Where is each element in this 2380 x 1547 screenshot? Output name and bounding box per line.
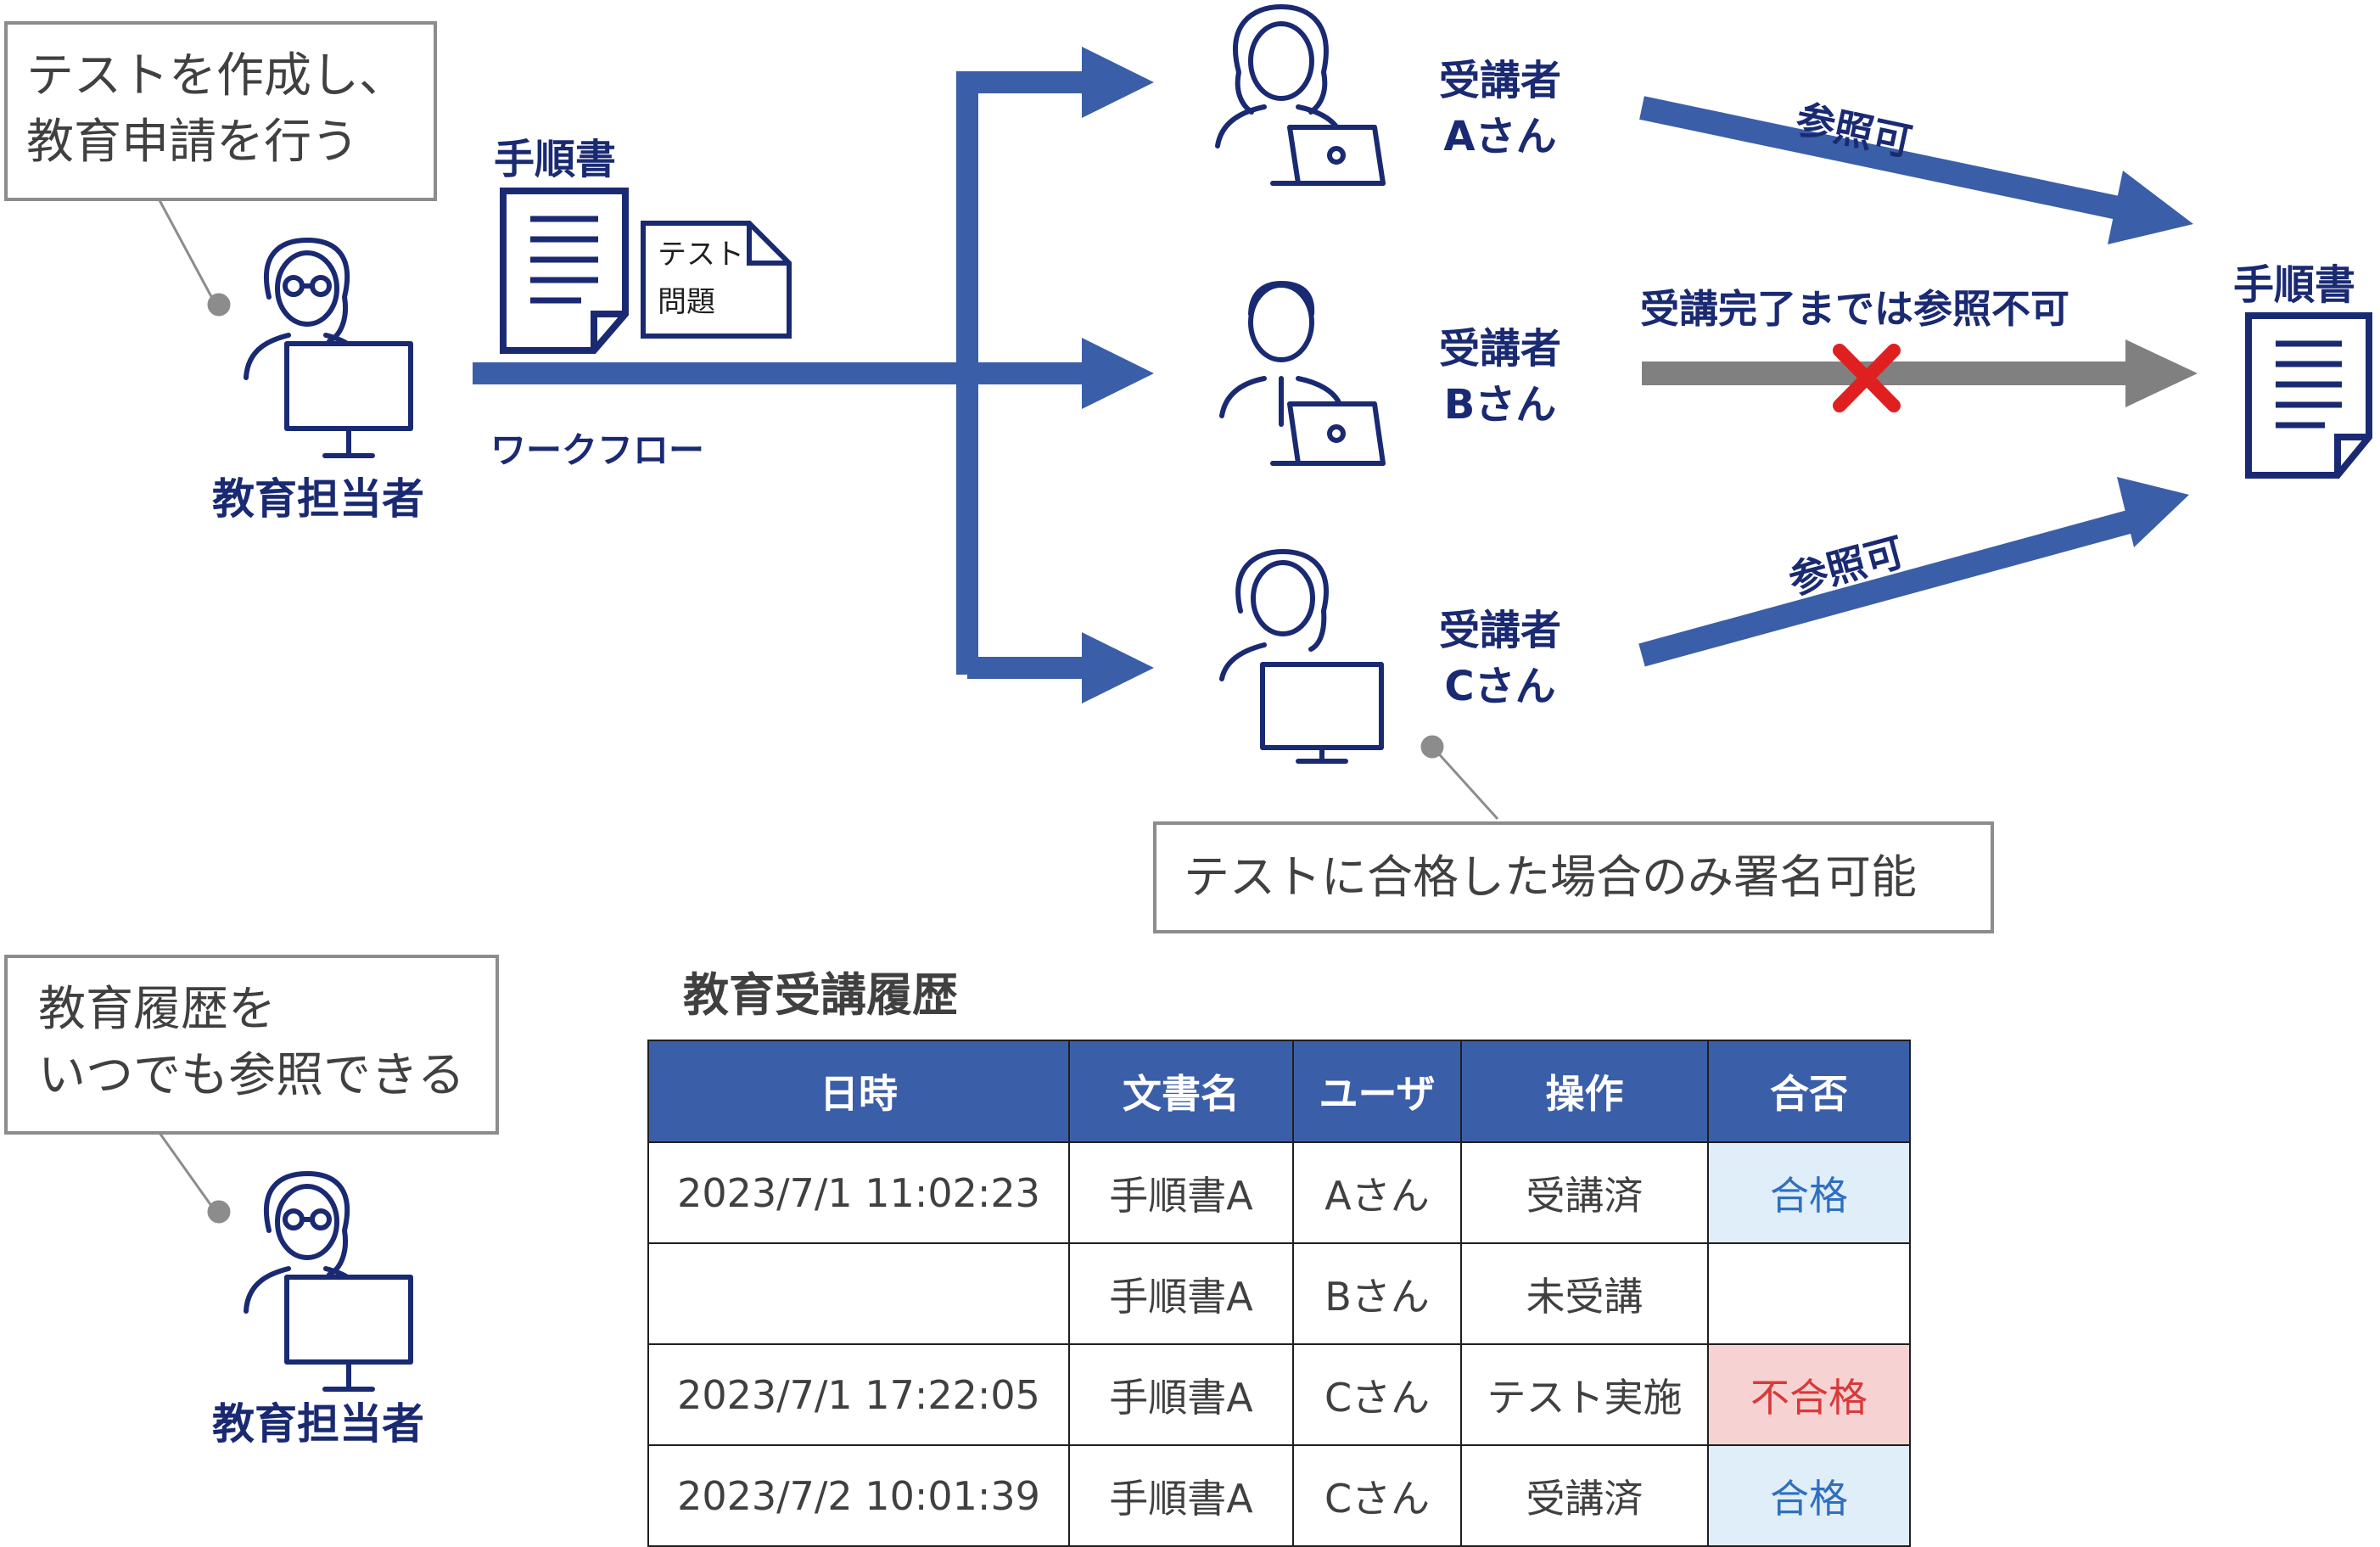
target-doc-label: 手順書 <box>2233 261 2356 309</box>
trainee-b-person-icon <box>1219 281 1386 466</box>
access-arrow-a <box>1639 96 2141 224</box>
callout-pointer-line <box>158 199 216 302</box>
column-header: 合否 <box>1707 1040 1911 1143</box>
test-doc-label: テスト 問題 <box>658 231 744 326</box>
cell-action: 未受講 <box>1460 1242 1709 1345</box>
cell-doc: 手順書A <box>1068 1343 1294 1446</box>
procedure-label: 手順書 <box>494 136 617 183</box>
history-table: 日時 文書名 ユーザ 操作 合否 2023/7/1 11:02:23 手順書A … <box>647 1040 1911 1547</box>
access-arrowhead-a <box>2108 171 2193 244</box>
workflow-label: ワークフロー <box>490 429 705 471</box>
callout-pointer-dot <box>207 1200 231 1224</box>
education-admin-person-icon <box>244 238 413 458</box>
cross-mark-icon <box>1833 344 1901 412</box>
blocked-arrowhead-b <box>2125 339 2198 407</box>
cell-doc: 手順書A <box>1068 1141 1294 1244</box>
history-admin-person-icon <box>244 1171 413 1392</box>
access-arrowhead-c <box>2117 477 2189 547</box>
callout-pointer-line <box>158 1132 216 1210</box>
cell-action: テスト実施 <box>1460 1343 1709 1446</box>
cell-datetime <box>647 1242 1070 1345</box>
callout-line: テストに合格した場合のみ署名可能 <box>1184 850 1917 904</box>
admin-label: 教育担当者 <box>212 474 424 524</box>
trainee-a-label: 受講者 Aさん <box>1415 53 1585 165</box>
history-admin-label: 教育担当者 <box>212 1399 424 1449</box>
trainee-name: Aさん <box>1443 113 1557 160</box>
callout-sign-condition: テストに合格した場合のみ署名可能 <box>1153 821 1994 933</box>
arrowhead-to-trainee-c <box>1082 632 1154 703</box>
test-doc-label-line: 問題 <box>658 285 715 319</box>
table-row: 手順書A Bさん 未受講 <box>647 1242 1911 1345</box>
cell-result: 合格 <box>1707 1444 1911 1547</box>
table-row: 2023/7/1 17:22:05 手順書A Cさん テスト実施 不合格 <box>647 1343 1911 1446</box>
callout-line: いつでも参照できる <box>38 1048 465 1103</box>
trainee-role: 受講者 <box>1438 325 1561 373</box>
cell-doc: 手順書A <box>1068 1444 1294 1547</box>
cell-action: 受講済 <box>1460 1444 1709 1547</box>
trainee-c-person-icon <box>1219 549 1384 764</box>
cell-result <box>1707 1242 1911 1345</box>
trainee-a-person-icon <box>1215 4 1386 186</box>
column-header: 操作 <box>1460 1040 1709 1143</box>
trainee-name: Cさん <box>1444 663 1556 710</box>
cell-user: Bさん <box>1292 1242 1462 1345</box>
workflow-flow-arrows <box>473 47 1154 703</box>
cell-datetime: 2023/7/1 17:22:05 <box>647 1343 1070 1446</box>
callout-line: テストを作成し、 <box>26 48 406 104</box>
access-arrow-c <box>1638 507 2142 667</box>
cell-user: Aさん <box>1292 1141 1462 1244</box>
trainee-role: 受講者 <box>1438 57 1561 104</box>
column-header: 文書名 <box>1068 1040 1294 1143</box>
arrowhead-to-trainee-a <box>1082 47 1154 118</box>
target-document-icon <box>2245 312 2372 479</box>
column-header: ユーザ <box>1292 1040 1462 1143</box>
test-document-icon <box>641 221 792 339</box>
table-header-row: 日時 文書名 ユーザ 操作 合否 <box>647 1040 1911 1143</box>
trainee-b-label: 受講者 Bさん <box>1415 321 1585 433</box>
callout-pointer-line <box>1432 747 1499 821</box>
test-doc-label-line: テスト <box>658 238 744 272</box>
access-label-b: 受講完了までは参照不可 <box>1640 286 2069 332</box>
cell-result: 不合格 <box>1707 1343 1911 1446</box>
cell-doc: 手順書A <box>1068 1242 1294 1345</box>
workflow-branch-line <box>956 71 1082 675</box>
history-title: 教育受講履歴 <box>683 968 958 1022</box>
procedure-document-icon <box>500 188 629 354</box>
cell-action: 受講済 <box>1460 1141 1709 1244</box>
cell-datetime: 2023/7/2 10:01:39 <box>647 1444 1070 1547</box>
callout-line: 教育履歴を <box>38 982 276 1037</box>
cell-datetime: 2023/7/1 11:02:23 <box>647 1141 1070 1244</box>
callout-pointer-dot <box>1420 735 1444 759</box>
trainee-name: Bさん <box>1443 381 1557 429</box>
callout-create-test: テストを作成し、 教育申請を行う <box>4 21 437 201</box>
table-row: 2023/7/1 11:02:23 手順書A Aさん 受講済 合格 <box>647 1141 1911 1244</box>
callout-pointer-dot <box>207 293 231 317</box>
trainee-role: 受講者 <box>1438 607 1561 654</box>
cell-user: Cさん <box>1292 1444 1462 1547</box>
callout-history-anytime: 教育履歴を いつでも参照できる <box>4 955 499 1135</box>
trainee-c-label: 受講者 Cさん <box>1415 603 1585 715</box>
arrowhead-to-trainee-b <box>1082 338 1154 409</box>
cell-user: Cさん <box>1292 1343 1462 1446</box>
cell-result: 合格 <box>1707 1141 1911 1244</box>
callout-line: 教育申請を行う <box>26 115 359 170</box>
column-header: 日時 <box>647 1040 1070 1143</box>
table-row: 2023/7/2 10:01:39 手順書A Cさん 受講済 合格 <box>647 1444 1911 1547</box>
